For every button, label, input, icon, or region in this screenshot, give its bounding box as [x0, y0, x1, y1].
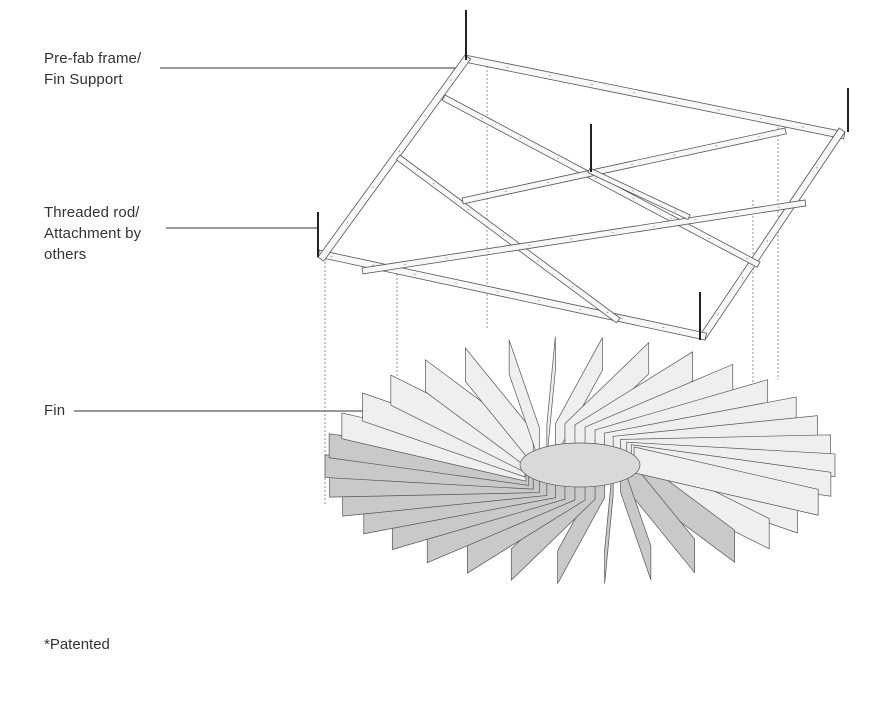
frame-brace-1-tick — [481, 117, 484, 119]
frame-brace-1-tick — [708, 237, 711, 240]
frame-brace-1-tick — [519, 137, 522, 139]
label-fin-line-1: Fin — [44, 402, 66, 419]
frame-brace-4 — [361, 199, 807, 275]
frame-beam-left-tick — [450, 79, 452, 82]
frame-brace-2 — [395, 154, 621, 324]
threaded-rods — [317, 10, 849, 340]
fin-23 — [546, 336, 556, 459]
frame-brace-5-tick — [674, 210, 677, 212]
frame-beam-left-tick — [346, 221, 349, 224]
frame-beam-left-tick — [398, 150, 401, 153]
label-threaded-rod: Threaded rod/ Attachment by others — [44, 202, 141, 265]
label-prefab-frame-line-2: Fin Support — [44, 71, 123, 88]
frame-brace-2-tick — [606, 311, 609, 314]
frame-beam-right-tick — [741, 276, 744, 279]
frame-beam-right — [698, 127, 846, 341]
label-threaded-rod-line-3: others — [44, 246, 87, 263]
frame-beam-left — [317, 54, 472, 262]
leader-lines — [74, 67, 458, 412]
fin-array — [324, 336, 836, 584]
frame-brace-1-tick — [632, 197, 635, 200]
frame-beam-front — [317, 249, 707, 341]
frame-brace-2-tick — [467, 208, 470, 211]
frame-beam-back — [463, 54, 846, 140]
label-threaded-rod-line-2: Attachment by — [44, 225, 142, 242]
fin-hub — [519, 442, 641, 488]
label-prefab-frame: Pre-fab frame/ Fin Support — [44, 48, 141, 90]
label-fin: Fin — [44, 400, 65, 421]
frame-brace-2-tick — [571, 285, 574, 288]
frame-brace-5 — [587, 167, 691, 221]
frame-brace-2-tick — [432, 182, 435, 185]
patented-footnote: *Patented — [44, 636, 110, 653]
frame-brace-1-tick — [670, 217, 673, 220]
label-prefab-frame-line-1: Pre-fab frame/ — [44, 50, 142, 67]
prefab-frame — [317, 54, 846, 341]
label-threaded-rod-line-1: Threaded rod/ — [44, 204, 140, 221]
frame-beam-left-tick — [424, 114, 427, 117]
frame-beam-right-tick — [815, 166, 818, 169]
frame-brace-5-tick — [631, 190, 634, 192]
frame-brace-1-tick — [556, 157, 559, 160]
frame-brace-2-tick — [502, 234, 505, 237]
frame-beam-left-tick — [372, 185, 375, 188]
frame-beam-right-tick — [717, 313, 719, 316]
frame-beam-right-tick — [766, 239, 769, 243]
frame-brace-2-tick — [536, 260, 539, 262]
frame-brace-3 — [461, 127, 787, 205]
fin-6 — [604, 461, 614, 584]
frame-brace-1 — [441, 94, 761, 268]
frame-brace-1-tick — [594, 177, 597, 180]
frame-brace-1-tick — [745, 257, 748, 260]
